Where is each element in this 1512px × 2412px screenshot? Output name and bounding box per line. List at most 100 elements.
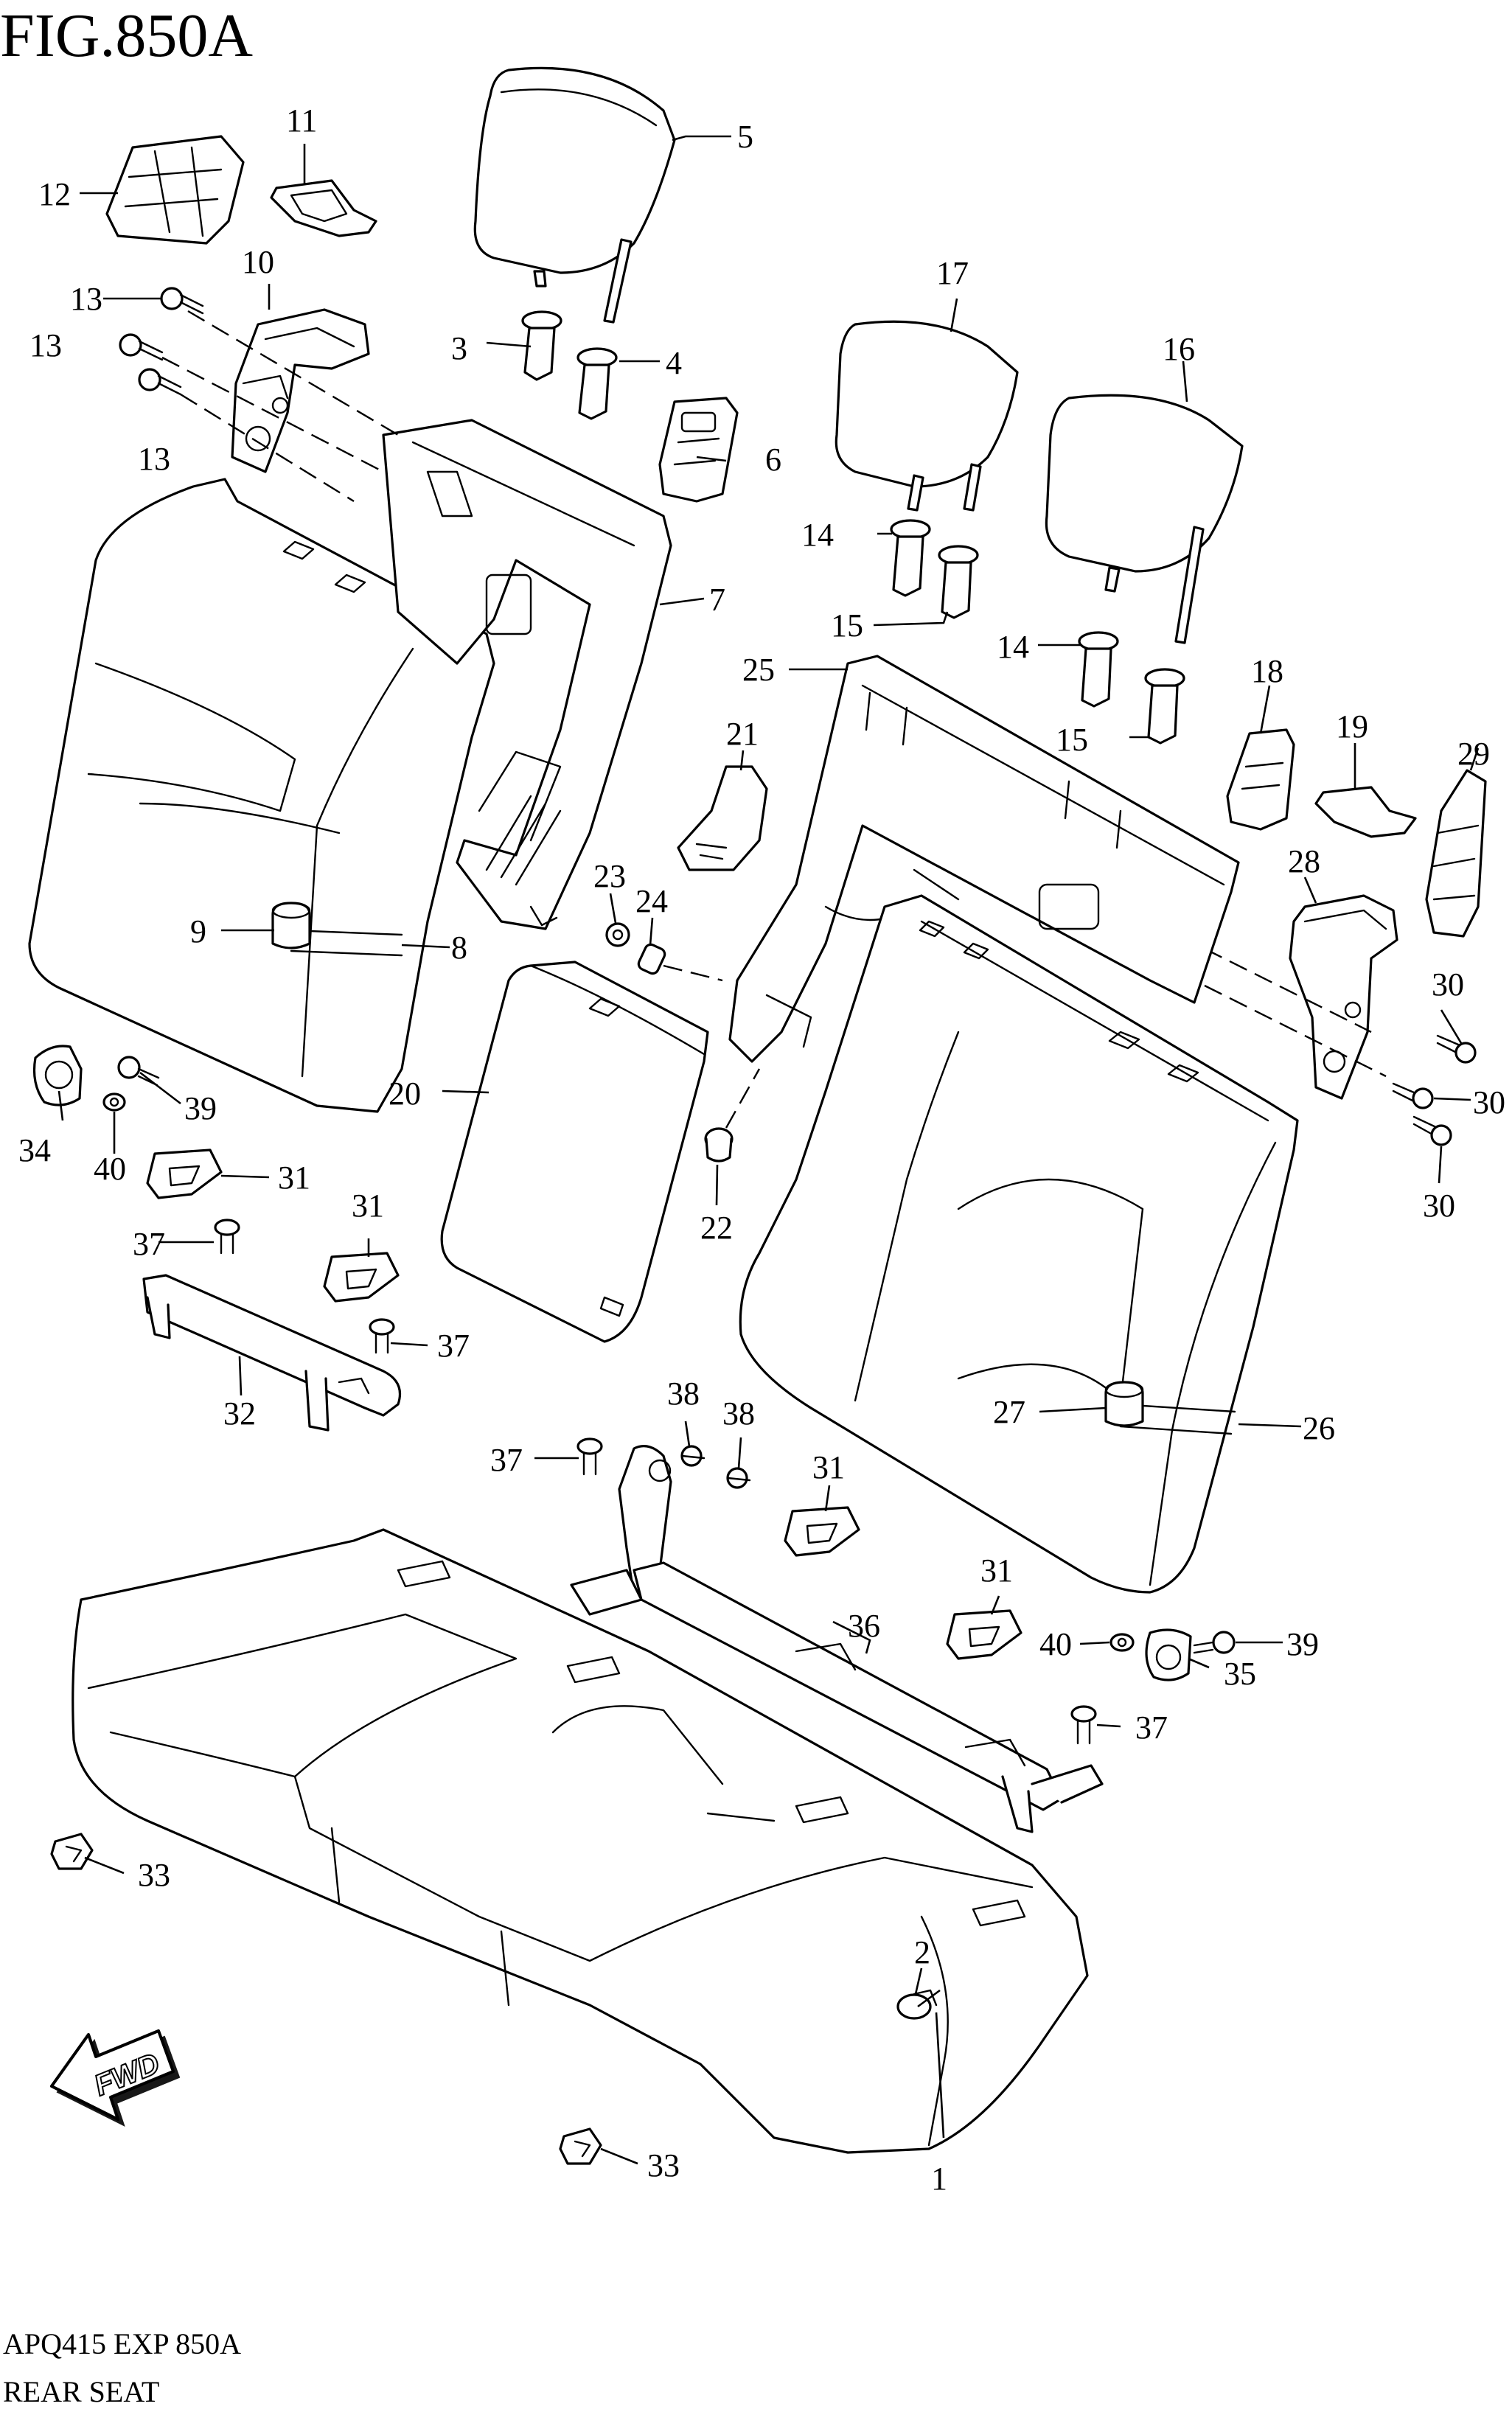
left-seatback-frame — [382, 419, 672, 930]
bolt-23 — [605, 922, 630, 947]
cushion-hook-2 — [896, 1989, 938, 2020]
callout-38-b: 38 — [722, 1395, 755, 1432]
callout-12: 12 — [38, 176, 71, 212]
callout-37-b: 37 — [437, 1328, 470, 1364]
assembly-line-24 — [663, 964, 723, 982]
seat-cushion-frame-36 — [633, 1561, 1104, 1833]
figure-title: FIG.850A — [0, 1, 253, 70]
bolt-38-a — [680, 1445, 706, 1467]
headrest-guide-15b — [1144, 668, 1185, 745]
lock-bezel-19 — [1314, 786, 1417, 838]
callout-33-a: 33 — [138, 1857, 170, 1893]
striker-34 — [32, 1045, 83, 1106]
callout-18: 18 — [1251, 653, 1283, 689]
assembly-line-13c — [180, 393, 355, 503]
seat-cushion — [72, 1528, 1089, 2154]
callout-27: 27 — [993, 1394, 1025, 1430]
armrest-trim-6 — [658, 397, 739, 503]
headrest-guide-15a — [938, 545, 979, 619]
nut-22 — [704, 1127, 734, 1163]
callout-38-a: 38 — [667, 1376, 700, 1412]
center-headrest-17 — [835, 320, 1019, 512]
bolt-39-right — [1193, 1631, 1236, 1654]
callout-28: 28 — [1288, 843, 1320, 879]
callout-39-b: 39 — [1286, 1626, 1319, 1662]
left-seatback-lock — [231, 308, 370, 473]
callout-30-a: 30 — [1432, 966, 1464, 1003]
armrest-trim-18 — [1226, 728, 1295, 831]
callout-21: 21 — [726, 716, 759, 752]
callout-30-c: 30 — [1423, 1188, 1455, 1224]
cover-31-b — [323, 1252, 400, 1303]
assembly-line-13b — [161, 356, 384, 473]
lock-cover — [105, 135, 245, 245]
callout-10: 10 — [242, 244, 274, 280]
callout-24: 24 — [635, 883, 668, 919]
callout-29: 29 — [1457, 736, 1490, 772]
bolt-38-b — [726, 1467, 751, 1489]
bolt-39-left — [117, 1056, 160, 1087]
callout-40-a: 40 — [94, 1151, 126, 1187]
callout-16: 16 — [1163, 331, 1195, 367]
callout-9: 9 — [190, 913, 206, 949]
bolt-37-c — [576, 1437, 603, 1476]
left-headrest-guide-cap — [271, 902, 311, 949]
callout-33-b: 33 — [647, 2147, 680, 2183]
washer-24 — [637, 943, 666, 975]
left-seatback-pad — [28, 478, 495, 1113]
callout-25: 25 — [742, 652, 775, 688]
lock-cover-29 — [1425, 769, 1487, 938]
hinge-cover-21 — [677, 765, 768, 871]
callout-15-a: 15 — [831, 607, 863, 644]
callout-5: 5 — [737, 119, 753, 155]
bolt-30-c — [1412, 1115, 1452, 1146]
callout-20: 20 — [389, 1076, 421, 1112]
center-armrest — [440, 961, 709, 1343]
callout-8: 8 — [451, 930, 467, 966]
callout-34: 34 — [18, 1132, 51, 1168]
callout-7: 7 — [709, 582, 725, 618]
callout-13-b: 13 — [29, 327, 62, 363]
section-name: REAR SEAT — [3, 2375, 159, 2408]
left-headrest — [473, 66, 676, 324]
callout-37-c: 37 — [490, 1442, 523, 1478]
callout-31-a: 31 — [278, 1160, 310, 1196]
bolt-13-c — [138, 368, 182, 396]
callout-40-b: 40 — [1039, 1626, 1072, 1662]
right-seatback-pad — [739, 894, 1299, 1594]
callout-19: 19 — [1336, 708, 1368, 745]
bolt-30-a — [1436, 1034, 1477, 1064]
cover-31-c — [784, 1506, 860, 1557]
assembly-line-22 — [725, 1068, 761, 1129]
callout-17: 17 — [936, 255, 969, 291]
lock-bezel — [270, 179, 377, 237]
headrest-guide-14a — [890, 519, 931, 597]
callout-31-b: 31 — [352, 1188, 384, 1224]
callout-14-b: 14 — [997, 629, 1029, 665]
assembly-line-30b — [1179, 972, 1387, 1078]
assembly-line-13a — [187, 310, 399, 436]
callout-labels: 1 2 3 4 5 6 7 8 9 10 11 12 13 13 13 14 1… — [18, 102, 1505, 2197]
clip-33-a — [50, 1833, 94, 1870]
callout-37-d: 37 — [1135, 1709, 1168, 1746]
callout-13-a: 13 — [70, 281, 102, 317]
callout-13-c: 13 — [138, 441, 170, 477]
callout-23: 23 — [593, 858, 626, 894]
bolt-13-a — [160, 287, 204, 315]
right-headrest-16 — [1045, 394, 1244, 644]
headrest-guide-14b — [1078, 631, 1119, 708]
callout-22: 22 — [700, 1210, 733, 1246]
callout-35: 35 — [1224, 1656, 1256, 1692]
bolt-37-a — [214, 1219, 240, 1255]
callout-39-a: 39 — [184, 1090, 217, 1126]
callout-1: 1 — [931, 2161, 947, 2197]
callout-11: 11 — [286, 102, 317, 139]
nut-40-left — [102, 1092, 126, 1112]
callout-4: 4 — [666, 345, 682, 381]
callout-37-a: 37 — [133, 1226, 165, 1262]
forward-direction-arrow: FWD — [50, 2029, 181, 2127]
leader-lines — [58, 135, 1480, 2165]
callout-36: 36 — [848, 1608, 880, 1644]
cover-31-d — [946, 1609, 1022, 1660]
